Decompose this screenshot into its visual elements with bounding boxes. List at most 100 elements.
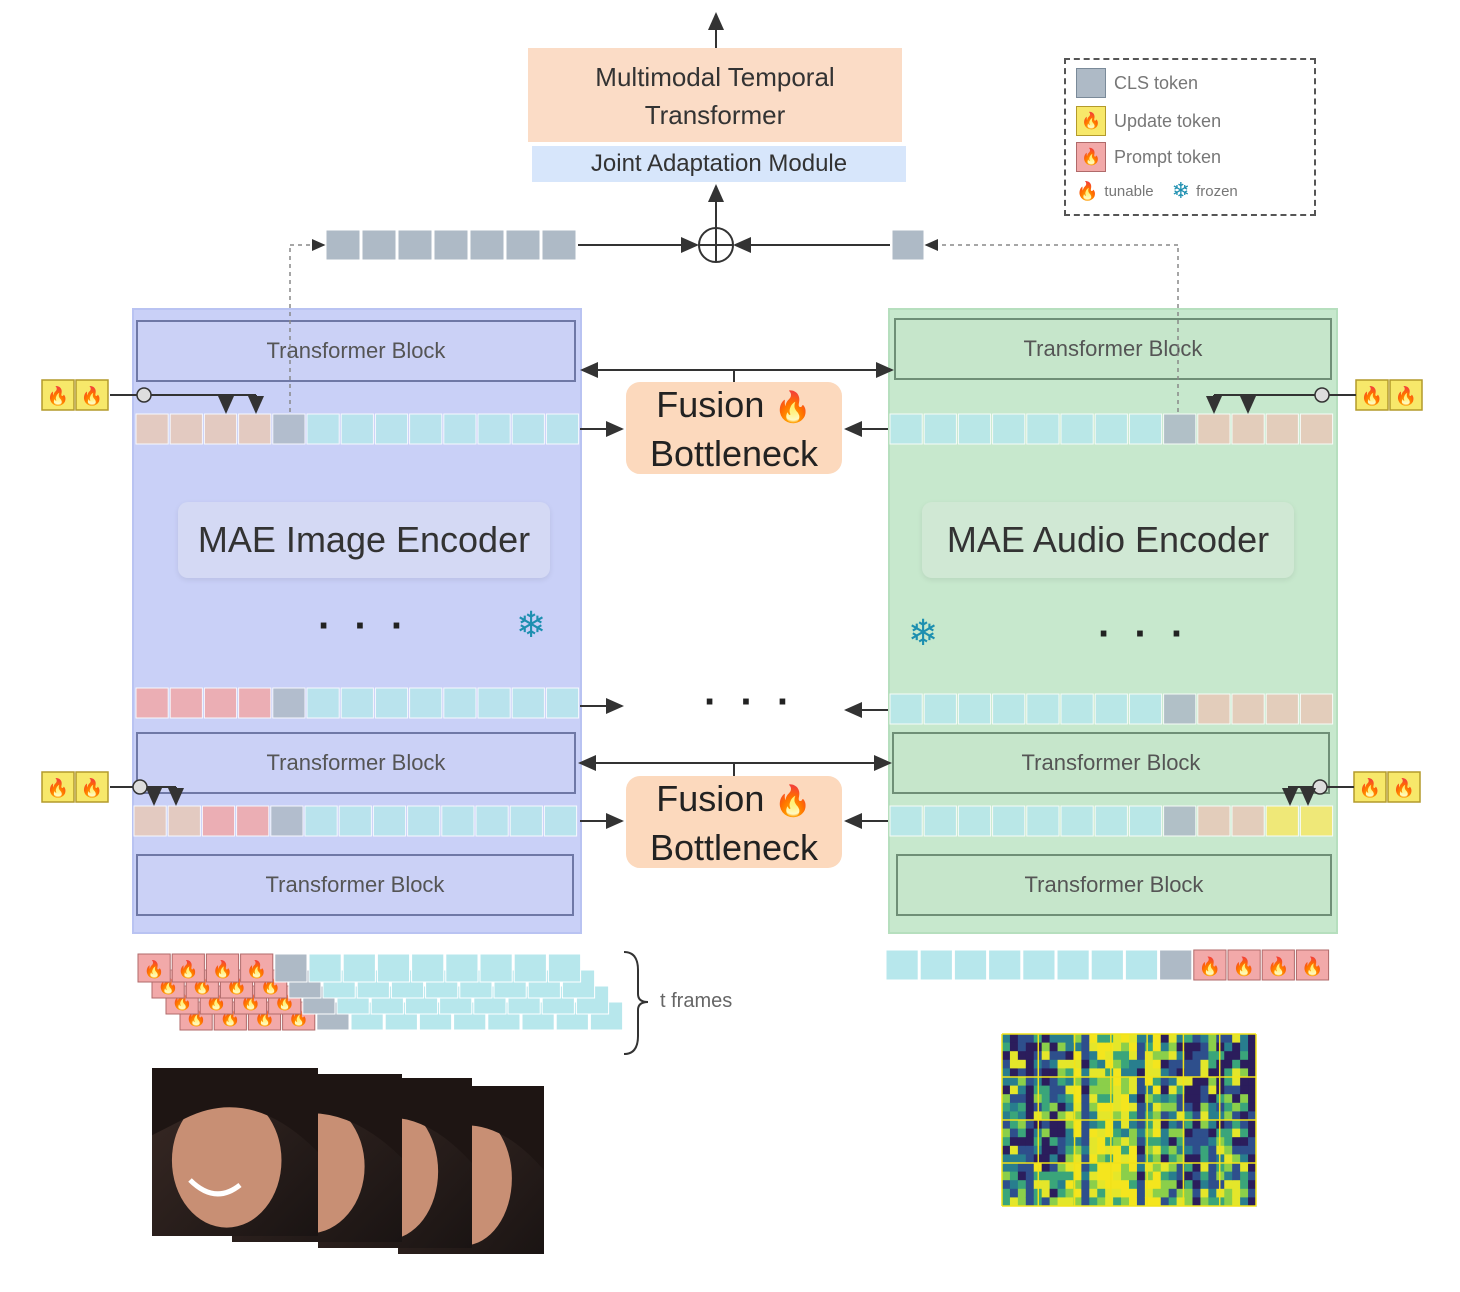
spectrogram-cell	[1144, 1034, 1154, 1044]
spectrogram-cell	[1002, 1120, 1011, 1130]
spectrogram-cell	[1002, 1111, 1011, 1121]
spectrogram-cell	[1065, 1085, 1074, 1095]
spectrogram-cell	[1208, 1137, 1217, 1147]
spectrogram-cell	[1002, 1077, 1011, 1087]
spectrogram-cell	[1089, 1111, 1098, 1121]
token	[322, 969, 356, 999]
spectrogram-cell	[1017, 1180, 1027, 1190]
spectrogram-cell	[1073, 1085, 1082, 1095]
spectrogram-cell	[1002, 1094, 1011, 1104]
spectrogram-cell	[1073, 1171, 1082, 1181]
prompt-token	[247, 1001, 282, 1031]
spectrogram-cell	[1136, 1085, 1146, 1095]
spectrogram-cell	[1049, 1085, 1059, 1095]
spectrogram-cell	[1129, 1188, 1138, 1198]
spectrogram-cell	[1248, 1034, 1257, 1044]
spectrogram-cell	[1152, 1068, 1162, 1078]
spectrogram-cell	[1216, 1128, 1225, 1138]
spectrogram-cell	[1129, 1059, 1138, 1069]
audio-transformer-block-mid: Transformer Block	[892, 732, 1330, 794]
spectrogram-cell	[1009, 1180, 1019, 1190]
spectrogram-cell	[1033, 1059, 1043, 1069]
spectrogram-cell	[1049, 1077, 1059, 1087]
spectrogram-cell	[1184, 1034, 1193, 1044]
spectrogram-cell	[1224, 1188, 1233, 1198]
fusion-bottleneck-bottom: Fusion 🔥 Bottleneck	[626, 776, 842, 868]
spectrogram-cell	[1129, 1034, 1138, 1044]
fusion-top-line2: Bottleneck	[649, 433, 819, 474]
spectrogram-cell	[1200, 1068, 1209, 1078]
spectrogram-cell	[1208, 1034, 1217, 1044]
token	[425, 969, 459, 999]
spectrogram-cell	[1065, 1137, 1074, 1147]
spectrogram-cell	[1144, 1120, 1154, 1130]
token	[288, 969, 322, 999]
spectrogram-cell	[1144, 1188, 1154, 1198]
spectrogram-cell	[1200, 1102, 1209, 1112]
spectrogram-cell	[1057, 1034, 1066, 1044]
spectrogram-cell	[1097, 1068, 1106, 1078]
spectrogram-cell	[1240, 1145, 1249, 1155]
spectrogram-cell	[1184, 1120, 1193, 1130]
fire-icon: 🔥	[81, 385, 103, 406]
fire-icon: 🔥	[246, 959, 267, 979]
spectrogram-cell	[1208, 1042, 1217, 1052]
spectrogram-cell	[1002, 1085, 1011, 1095]
spectrogram-cell	[1200, 1111, 1209, 1121]
spectrogram-cell	[1248, 1051, 1257, 1061]
spectrogram-cell	[1121, 1094, 1130, 1104]
spectrogram-cell	[1017, 1137, 1027, 1147]
spectrogram-cell	[1248, 1085, 1257, 1095]
spectrogram-cell	[1097, 1171, 1106, 1181]
spectrogram-cell	[1033, 1034, 1043, 1044]
spectrogram-cell	[1224, 1145, 1233, 1155]
spectrogram-cell	[1248, 1042, 1257, 1052]
spectrogram-cell	[1121, 1180, 1130, 1190]
cls-token-swatch	[1076, 68, 1106, 98]
spectrogram-cell	[1168, 1102, 1178, 1112]
spectrogram-cell	[1168, 1171, 1178, 1181]
fire-icon: 🔥	[172, 991, 193, 1011]
spectrogram-cell	[1248, 1094, 1257, 1104]
spectrogram-cell	[1065, 1042, 1074, 1052]
spectrogram-cell	[1033, 1154, 1043, 1164]
spectrogram-cell	[1240, 1068, 1249, 1078]
prompt-token	[254, 969, 288, 999]
spectrogram-cell	[1017, 1068, 1027, 1078]
spectrogram-cell	[1033, 1077, 1043, 1087]
spectrogram-cell	[1057, 1120, 1066, 1130]
spectrogram-cell	[1168, 1163, 1178, 1173]
spectrogram-cell	[1105, 1128, 1114, 1138]
update-token	[41, 771, 75, 803]
spectrogram-cell	[1105, 1171, 1114, 1181]
spectrogram-cell	[1216, 1094, 1225, 1104]
face-shape	[171, 1093, 282, 1228]
video-frame	[232, 1074, 402, 1242]
spectrogram-cell	[1184, 1042, 1193, 1052]
token	[1159, 949, 1193, 981]
token	[268, 985, 302, 1015]
spectrogram-cell	[1240, 1180, 1249, 1190]
spectrogram-cell	[1049, 1188, 1059, 1198]
spectrogram-cell	[1009, 1154, 1019, 1164]
spectrogram-cell	[1081, 1171, 1090, 1181]
spectrogram-cell	[1025, 1068, 1035, 1078]
spectrogram-cell	[1049, 1154, 1059, 1164]
spectrogram-cell	[1248, 1102, 1257, 1112]
token	[513, 953, 547, 983]
spectrogram-cell	[1168, 1059, 1178, 1069]
spectrogram-cell	[1224, 1180, 1233, 1190]
spectrogram-cell	[1224, 1077, 1233, 1087]
spectrogram-cell	[1184, 1094, 1193, 1104]
spectrogram-cell	[1002, 1163, 1011, 1173]
spectrogram-cell	[1136, 1102, 1146, 1112]
prompt-token	[240, 953, 274, 983]
spectrogram-cell	[1113, 1120, 1122, 1130]
spectrogram-cell	[1200, 1137, 1209, 1147]
spectrogram-cell	[1200, 1171, 1209, 1181]
spectrogram-cell	[1176, 1128, 1186, 1138]
spectrogram-cell	[1224, 1171, 1233, 1181]
input-frame-tokens-0: 🔥🔥🔥🔥	[137, 953, 582, 983]
spectrogram-cell	[1113, 1188, 1122, 1198]
spectrogram-cell	[1081, 1163, 1090, 1173]
